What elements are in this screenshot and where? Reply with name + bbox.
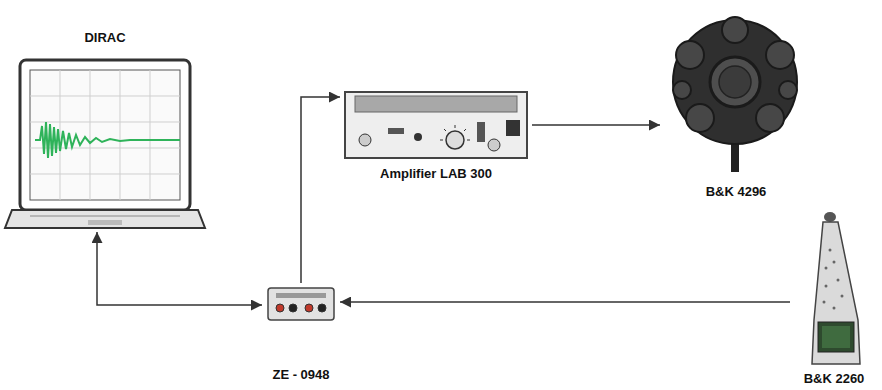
signal-arrow [340, 301, 790, 303]
switch [414, 133, 422, 141]
front-driver [710, 57, 760, 107]
device-label: Amplifier LAB 300 [378, 166, 494, 182]
keyboard-line [30, 216, 180, 217]
power-switch [506, 120, 520, 136]
signal-arrow [97, 232, 262, 305]
device-label: DIRAC [82, 30, 127, 46]
amplifier-drawing [345, 92, 527, 158]
driver-cone [719, 66, 751, 98]
loudspeaker-node: B&K 4296 [660, 8, 812, 200]
interface-drawing [268, 288, 334, 320]
amplifier-case [345, 92, 527, 158]
microphone-tip [824, 212, 836, 222]
impulse-response-trace [35, 122, 180, 158]
dodecahedron-loudspeaker [673, 17, 797, 172]
volume-knob [446, 131, 464, 149]
laptop-base [5, 210, 205, 228]
amplifier-panel [355, 96, 517, 112]
laptop-screen [30, 70, 180, 200]
input-socket [359, 134, 371, 146]
display-glass [822, 326, 850, 348]
interface-label-strip [276, 293, 326, 298]
interface-node: ZE - 0948 [262, 283, 340, 383]
sound-level-meter-drawing [812, 212, 860, 364]
laptop-lid [20, 60, 190, 210]
device-label: B&K 2260 [802, 371, 867, 387]
interface-jack [318, 304, 326, 312]
interface-jack [305, 304, 313, 312]
led-strip [388, 128, 404, 134]
knob-ticks [440, 125, 470, 140]
amplifier-node: Amplifier LAB 300 [340, 90, 532, 182]
speaker-faces [673, 17, 797, 132]
device-label: B&K 4296 [704, 184, 769, 200]
interface-case [268, 288, 334, 320]
laptop-drawing [5, 60, 205, 228]
signal-arrow [532, 124, 660, 126]
sound-level-meter-node: B&K 2260 [790, 205, 878, 387]
meter-buttons [823, 249, 844, 310]
meter-display [818, 322, 854, 352]
meter-body [812, 222, 860, 364]
output-socket [488, 139, 500, 151]
meter [477, 122, 485, 142]
interface-jack [289, 304, 297, 312]
trackpad [88, 220, 122, 225]
device-label: ZE - 0948 [270, 367, 331, 383]
signal-arrow [301, 97, 340, 283]
screen-grid [30, 70, 180, 200]
interface-jack [276, 304, 284, 312]
laptop-node: DIRAC [5, 30, 205, 232]
